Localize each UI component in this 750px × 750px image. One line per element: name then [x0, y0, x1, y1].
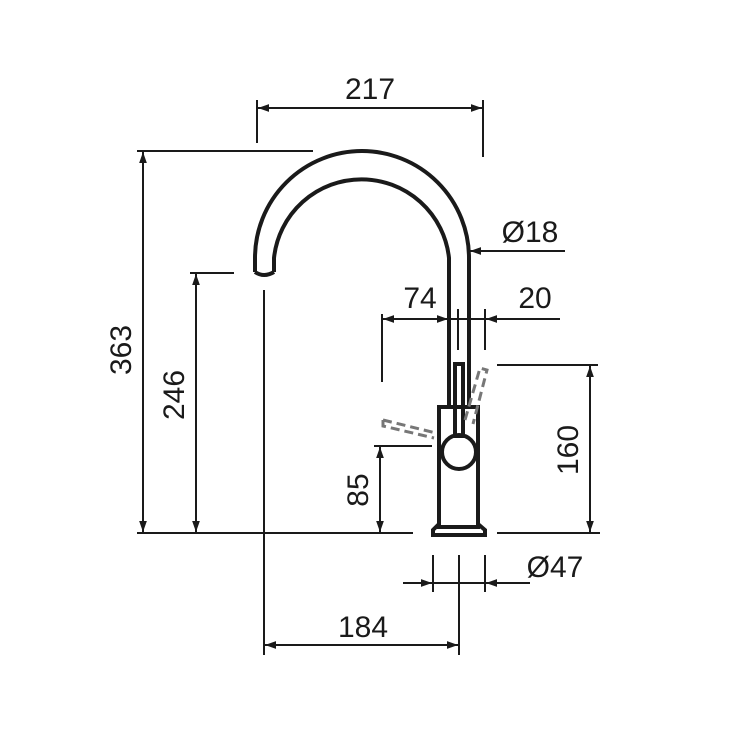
- dim-246: 246: [158, 370, 191, 420]
- dim-spout-diameter: Ø18: [502, 216, 559, 249]
- faucet-base: [431, 522, 487, 537]
- dim-base-diameter: Ø47: [527, 551, 584, 584]
- lever-hub: [440, 433, 478, 471]
- dim-363: 363: [105, 325, 138, 375]
- faucet: [253, 149, 489, 537]
- lever: [453, 362, 465, 438]
- faucet-body: [437, 405, 480, 529]
- dim-74: 74: [403, 282, 436, 315]
- dimensions: 217 363 246 85 74 20 Ø18 160: [105, 73, 600, 655]
- dim-184: 184: [338, 611, 388, 644]
- spout: [253, 149, 471, 407]
- dim-160: 160: [552, 425, 585, 475]
- dim-217: 217: [345, 73, 395, 106]
- lever-alt-position-right: [463, 366, 489, 425]
- dim-85: 85: [342, 473, 375, 506]
- dim-20: 20: [518, 282, 551, 315]
- lever-alt-position-left: [381, 418, 437, 440]
